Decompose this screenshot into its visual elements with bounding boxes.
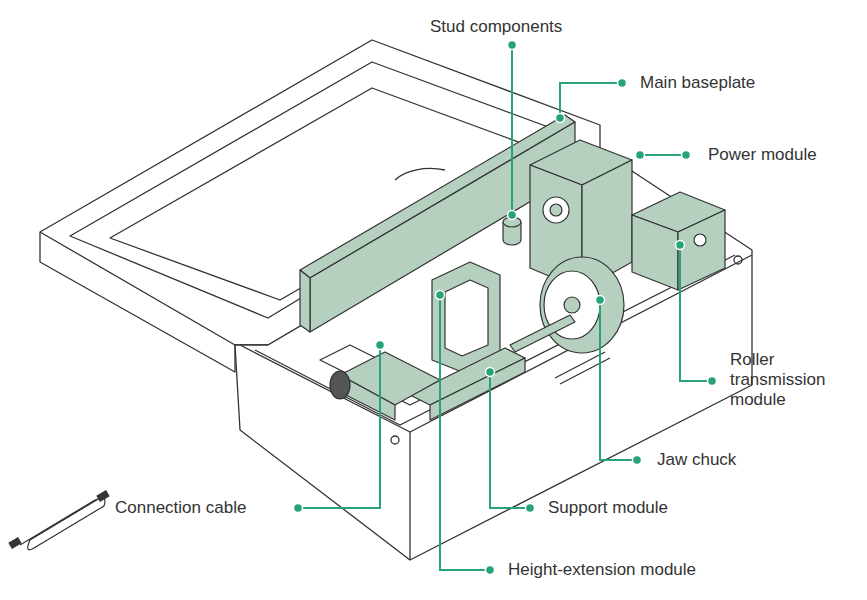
leader-dot bbox=[526, 504, 535, 513]
power-module-port bbox=[550, 204, 562, 216]
part-label: Connection cable bbox=[115, 498, 295, 518]
chuck-rod bbox=[510, 315, 575, 352]
leader-dot bbox=[618, 79, 627, 88]
leader-dot bbox=[376, 341, 385, 350]
part-label: Height-extension module bbox=[508, 560, 768, 580]
power-module-port bbox=[543, 197, 569, 223]
cable-plug bbox=[97, 491, 109, 501]
support-module-face bbox=[430, 358, 525, 420]
leader-dot bbox=[682, 151, 691, 160]
leader-dot bbox=[486, 566, 495, 575]
leader-dot bbox=[708, 377, 717, 386]
part-label: Main baseplate bbox=[640, 73, 820, 93]
leader-line bbox=[511, 45, 513, 215]
leader-dot bbox=[676, 241, 685, 250]
cable-coil bbox=[9, 491, 109, 550]
tray-slot bbox=[560, 358, 610, 384]
roller-module-side bbox=[632, 215, 678, 290]
leader-line bbox=[640, 154, 686, 156]
leader-dot bbox=[596, 296, 605, 305]
cable-loop bbox=[20, 498, 105, 550]
part-label: Support module bbox=[548, 498, 728, 518]
roller-shaft bbox=[694, 234, 706, 246]
leader-line bbox=[680, 245, 712, 381]
baseplate-end bbox=[300, 270, 310, 332]
leader-line bbox=[600, 300, 637, 460]
tray-screw bbox=[734, 256, 742, 264]
cable-plug bbox=[9, 538, 21, 548]
leader-line bbox=[560, 83, 622, 118]
part-label: Power module bbox=[708, 145, 858, 165]
leader-line bbox=[440, 295, 490, 570]
height-extension-window bbox=[445, 280, 488, 356]
leader-dot bbox=[633, 456, 642, 465]
leader-dot bbox=[556, 114, 565, 123]
tray-screw bbox=[391, 436, 399, 444]
leader-dot bbox=[294, 504, 303, 513]
leader-line bbox=[298, 345, 380, 508]
jaw-chuck-body bbox=[540, 257, 624, 353]
leader-dot bbox=[636, 151, 645, 160]
leader-line bbox=[490, 372, 530, 508]
leader-dot bbox=[486, 368, 495, 377]
part-label: Jaw chuck bbox=[657, 450, 807, 470]
leader-lines bbox=[298, 45, 712, 570]
cable-knob bbox=[330, 371, 350, 399]
lid-cutout bbox=[395, 168, 445, 180]
part-label: Stud components bbox=[430, 17, 610, 37]
leader-dot bbox=[508, 41, 517, 50]
case-drawing bbox=[40, 40, 752, 560]
roller-module-front bbox=[678, 210, 725, 290]
leader-dots bbox=[294, 41, 717, 575]
leader-dot bbox=[436, 291, 445, 300]
tray-corner bbox=[409, 432, 410, 560]
part-label: Roller transmission module bbox=[730, 350, 860, 410]
lid-edge bbox=[40, 232, 235, 372]
jaw-chuck-center bbox=[564, 297, 580, 313]
leader-dot bbox=[508, 211, 517, 220]
